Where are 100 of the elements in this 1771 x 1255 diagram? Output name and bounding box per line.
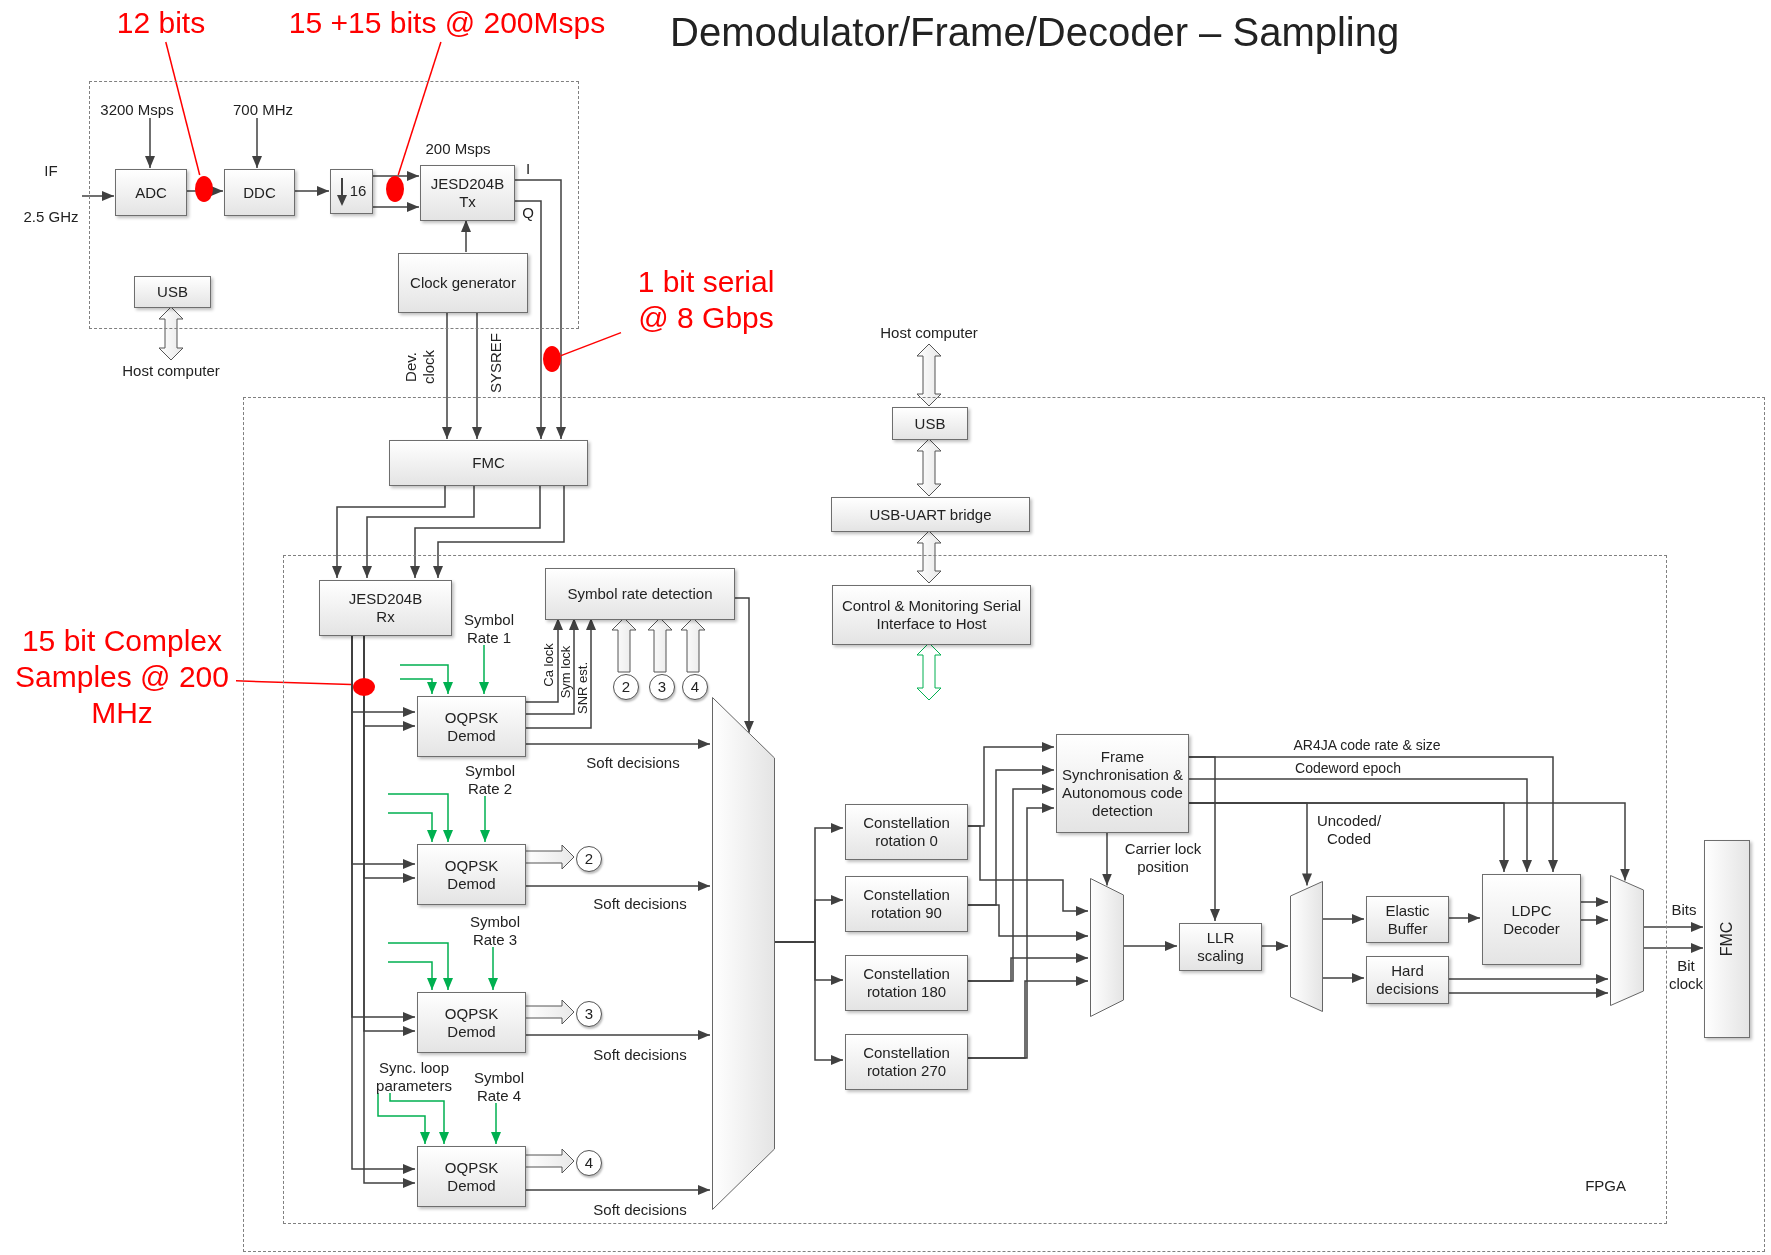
arrow [387,793,453,843]
signal-label: Codeword epoch [1295,759,1401,777]
signal-label: Soft decisions [586,754,680,772]
multiplexer-symbol [1610,875,1644,1006]
arrow [472,311,482,440]
signal-label: SNR est. [575,662,591,714]
arrow [389,1092,449,1145]
process-box: DDC [224,169,295,216]
arrow [461,219,471,253]
arrow [488,946,498,991]
annotation-text: 15 +15 bits @ 200Msps [271,4,623,42]
region-label: FPGA [1585,1175,1626,1196]
process-box: Constellation rotation 270 [845,1034,968,1090]
process-box: OQPSK Demod [417,992,526,1053]
decimation-factor: 16 [349,181,367,202]
signal-label: Symbol Rate 3 [464,913,526,949]
arrow [362,484,475,579]
block-arrow [523,1148,575,1174]
signal-label: Soft decisions [593,1046,687,1064]
process-box: Constellation rotation 180 [845,955,968,1011]
process-box: Constellation rotation 90 [845,876,968,932]
process-box: Symbol rate detection [545,568,735,620]
arrow [442,311,452,440]
arrow [293,186,330,196]
arrow [387,812,437,843]
region-outline [283,555,1667,1224]
annotation-text: 1 bit serial @ 8 Gbps [621,258,791,342]
block-arrow [523,999,575,1025]
process-box: Control & Monitoring Serial Interface to Host [832,585,1031,645]
process-box: JESD204B Tx [420,165,515,221]
block-arrow [611,617,637,673]
signal-label: 200 Msps [425,140,491,158]
arrow [491,1102,501,1145]
arrow [371,171,420,181]
diagram-title: Demodulator/Frame/Decoder – Sampling [670,9,1400,56]
marker-dot [543,346,561,372]
arrow [387,961,437,991]
process-box: OQPSK Demod [417,1146,526,1207]
signal-label: Ca lock [541,643,557,687]
decimator-box [330,169,373,214]
host-label: Host computer [866,322,992,344]
multiplexer-symbol [1290,881,1323,1012]
signal-label: Q [522,204,534,222]
connector-line [235,680,352,686]
marker-dot [386,176,404,202]
block-arrow [680,617,706,673]
arrow [145,117,155,169]
process-box: FMC [389,440,588,486]
process-box: FMC [1704,840,1750,1038]
host-label: Host computer [100,360,242,382]
multiplexer-symbol [1090,878,1124,1017]
process-box: USB-UART bridge [831,497,1030,532]
arrow [81,191,115,201]
arrow [387,942,453,991]
arrow [513,200,546,440]
arrow [399,664,453,695]
signal-label: Dev. clock [402,348,438,387]
signal-label: Uncoded/ Coded [1315,812,1383,848]
double-arrow [158,306,184,361]
signal-label: Symbol Rate 1 [458,611,520,647]
signal-label: Carrier lock position [1123,840,1203,876]
marker-dot [353,678,375,696]
annotation-text: 12 bits [112,4,210,42]
signal-label: Symbol Rate 4 [468,1069,530,1105]
process-box: ADC [115,169,187,216]
double-arrow [916,642,942,701]
signal-label: Symbol Rate 2 [459,762,521,798]
signal-label: Bits [1671,901,1697,919]
double-arrow [916,438,942,497]
process-box: JESD204B Rx [319,580,452,636]
signal-label: Soft decisions [593,1201,687,1219]
signal-label: I [525,160,531,178]
process-box: USB [134,276,211,308]
block-arrow [647,617,673,673]
arrow [252,117,262,169]
process-box: USB [892,407,968,440]
signal-label: IF 2.5 GHz [20,162,82,226]
process-box: Hard decisions [1366,956,1449,1004]
arrow [479,644,489,695]
process-box: Clock generator [398,253,528,313]
arrow [371,202,420,212]
region-outline [89,81,579,329]
signal-label: Soft decisions [593,895,687,913]
arrow [513,179,566,440]
process-box: LLR scaling [1179,923,1262,971]
arrow [410,484,541,579]
signal-label: 3200 Msps [95,101,179,119]
signal-label: SYSREF [487,333,505,393]
signal-label: 700 MHz [227,101,299,119]
process-box: Elastic Buffer [1366,896,1449,943]
block-arrow [523,844,575,870]
connector-line [397,41,442,176]
double-arrow [916,343,942,407]
signal-label: AR4JA code rate & size [1293,736,1441,754]
arrow [399,678,437,695]
double-arrow [916,530,942,584]
process-box: OQPSK Demod [417,696,526,757]
signal-label: Bit clock [1667,957,1705,993]
arrow [377,1092,430,1145]
process-box: OQPSK Demod [417,844,526,905]
